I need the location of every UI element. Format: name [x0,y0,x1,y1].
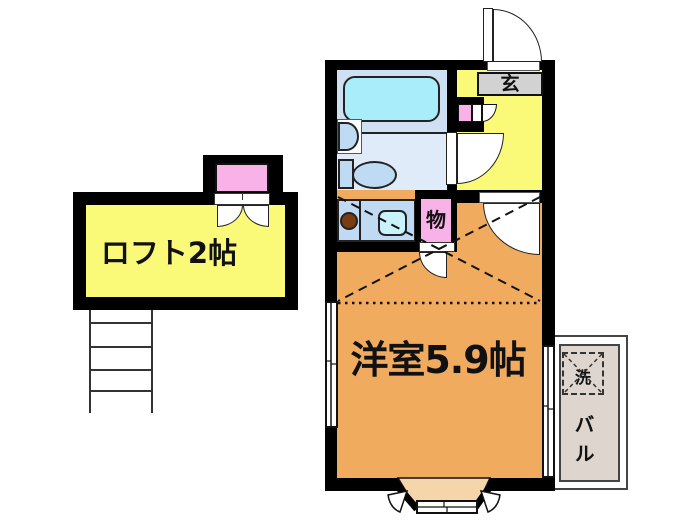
entrance-door-swing [493,9,542,62]
entrance-door-leaf [483,8,493,62]
storage-door-threshold [419,242,455,252]
stove-burner [340,212,358,230]
ladder-rung [89,369,153,371]
bathtub [343,76,440,122]
right-wall-window [542,345,555,478]
bay-window-side-wall [471,485,492,512]
loft-hatch-center-tick [242,194,243,200]
bathroom-door-leaf [446,132,457,185]
bay-window-side-wall [396,485,420,512]
ladder-rail-left [89,310,91,413]
washing-machine-label: 洗 [574,368,591,387]
balcony-label: バル [571,414,595,472]
bay-window-sash [416,500,478,514]
sink-bowl [338,122,359,151]
ladder-rung [89,346,153,348]
main-room-label: 洋室5.9帖 [350,338,526,382]
bay-window-corner-fan [479,489,501,513]
ladder-rail-right [151,310,153,413]
shoe-cabinet-pink [458,104,472,122]
loft-room-label: ロフト2帖 [100,236,238,270]
ladder-rung [89,390,153,392]
shoe-cabinet-white [472,104,482,122]
storage-closet: 物 [421,199,451,242]
ladder-rung [89,322,153,324]
bath-genkan-wall [447,60,457,190]
washing-machine-space [562,352,604,395]
kitchen-bottom-wall [337,242,418,252]
toilet-bowl [352,161,397,189]
kitchen-counter-divider [359,201,361,240]
loft-hatch-window [215,163,269,193]
kitchen-sink [378,210,407,236]
bay-window-corner-fan [387,489,409,513]
room-door-threshold [479,192,540,203]
entrance-label-box: 玄 [477,72,543,96]
